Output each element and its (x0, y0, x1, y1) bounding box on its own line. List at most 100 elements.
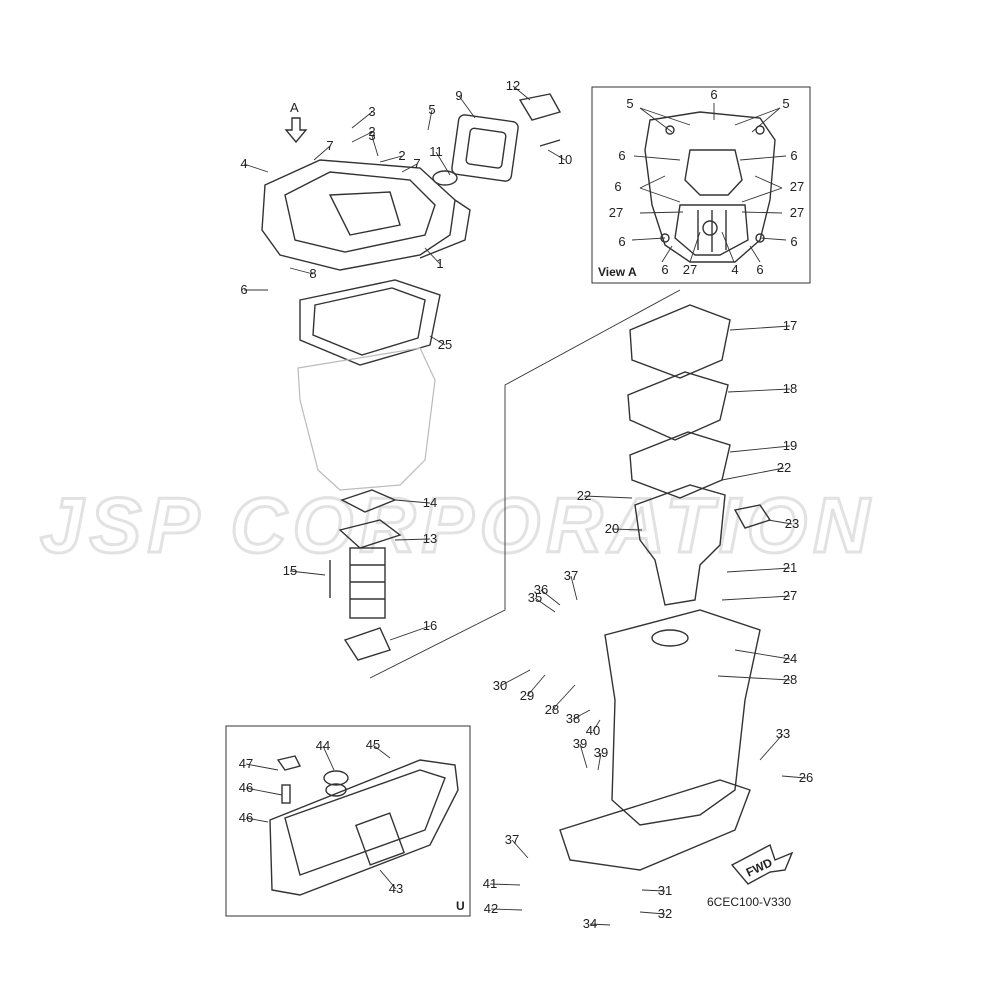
gaskets-17-19-drawing (627, 304, 731, 499)
callout-3[interactable]: 3 (368, 128, 375, 143)
callout-25[interactable]: 25 (438, 337, 452, 352)
callout-leader-11 (435, 151, 451, 176)
callout-3[interactable]: 3 (368, 104, 375, 119)
callout-leader-46 (245, 787, 283, 796)
callout-leader-43 (379, 869, 397, 890)
view-a-arrow: A (284, 100, 308, 144)
callout-leader-41 (489, 883, 521, 886)
callout-36[interactable]: 36 (534, 582, 548, 597)
callout-27[interactable]: 27 (783, 588, 797, 603)
callout-22[interactable]: 22 (777, 460, 791, 475)
callout-46[interactable]: 46 (239, 810, 253, 825)
view-a-callout-4[interactable]: 4 (731, 262, 738, 277)
view-a-callout-5[interactable]: 5 (782, 96, 789, 111)
callout-19[interactable]: 19 (783, 438, 797, 453)
view-a-callout-6[interactable]: 6 (618, 234, 625, 249)
view-a-callout-27[interactable]: 27 (790, 179, 804, 194)
callout-42[interactable]: 42 (484, 901, 498, 916)
callout-15[interactable]: 15 (283, 563, 297, 578)
callout-leader-30 (499, 669, 531, 687)
callout-44[interactable]: 44 (316, 738, 330, 753)
callout-5[interactable]: 5 (428, 102, 435, 117)
callout-40[interactable]: 40 (586, 723, 600, 738)
callout-14[interactable]: 14 (423, 495, 437, 510)
callout-leader-36 (540, 589, 561, 606)
callout-28[interactable]: 28 (545, 702, 559, 717)
callout-24[interactable]: 24 (783, 651, 797, 666)
callout-leader-37 (570, 575, 578, 601)
callout-37[interactable]: 37 (505, 832, 519, 847)
callout-leader-39 (597, 752, 602, 771)
callout-leader-20 (611, 528, 643, 531)
ghost-housing-drawing (297, 347, 436, 491)
callout-22[interactable]: 22 (577, 488, 591, 503)
view-a-callout-6[interactable]: 6 (614, 179, 621, 194)
callout-45[interactable]: 45 (366, 737, 380, 752)
callout-28[interactable]: 28 (783, 672, 797, 687)
callout-4[interactable]: 4 (240, 156, 247, 171)
callout-leader-22 (721, 467, 785, 481)
view-a-callout-27[interactable]: 27 (683, 262, 697, 277)
callout-39[interactable]: 39 (594, 745, 608, 760)
view-a-callout-6[interactable]: 6 (756, 262, 763, 277)
callout-41[interactable]: 41 (483, 876, 497, 891)
callout-39[interactable]: 39 (573, 736, 587, 751)
callout-leader-33 (759, 733, 784, 761)
callout-8[interactable]: 8 (309, 266, 316, 281)
callout-34[interactable]: 34 (583, 916, 597, 931)
callout-37[interactable]: 37 (564, 568, 578, 583)
callout-18[interactable]: 18 (783, 381, 797, 396)
callout-26[interactable]: 26 (799, 770, 813, 785)
callout-leader-19 (729, 445, 791, 453)
callout-23[interactable]: 23 (785, 516, 799, 531)
callout-leader-25 (429, 335, 446, 346)
muffler-parts-drawing (329, 489, 402, 661)
callout-7[interactable]: 7 (326, 138, 333, 153)
view-a-callout-27[interactable]: 27 (790, 205, 804, 220)
callout-29[interactable]: 29 (520, 688, 534, 703)
fwd-label: FWD (744, 855, 775, 879)
callout-leader-18 (727, 388, 791, 393)
callout-43[interactable]: 43 (389, 881, 403, 896)
callout-leader-15 (289, 570, 326, 576)
callout-31[interactable]: 31 (658, 883, 672, 898)
top-cover-drawing (261, 93, 562, 271)
callout-leader-5 (427, 109, 433, 131)
callout-leader-45 (372, 744, 391, 759)
callout-leader-24 (734, 649, 791, 660)
callout-2[interactable]: 2 (368, 124, 375, 139)
callout-leader-2 (351, 131, 373, 143)
callout-11[interactable]: 11 (429, 144, 443, 159)
callout-7[interactable]: 7 (413, 156, 420, 171)
callout-leader-10 (547, 149, 566, 161)
callout-12[interactable]: 12 (506, 78, 520, 93)
view-a-callout-6[interactable]: 6 (618, 148, 625, 163)
callout-47[interactable]: 47 (239, 756, 253, 771)
callout-35[interactable]: 35 (528, 590, 542, 605)
callout-16[interactable]: 16 (423, 618, 437, 633)
callout-leader-1 (424, 247, 441, 265)
callout-17[interactable]: 17 (783, 318, 797, 333)
callout-6[interactable]: 6 (240, 282, 247, 297)
callout-30[interactable]: 30 (493, 678, 507, 693)
callout-21[interactable]: 21 (783, 560, 797, 575)
callout-32[interactable]: 32 (658, 906, 672, 921)
callout-9[interactable]: 9 (455, 88, 462, 103)
callout-leader-23 (767, 519, 793, 525)
view-a-callout-6[interactable]: 6 (790, 148, 797, 163)
view-a-callout-5[interactable]: 5 (626, 96, 633, 111)
callout-10[interactable]: 10 (558, 152, 572, 167)
view-a-callout-27[interactable]: 27 (609, 205, 623, 220)
callout-leader-28 (717, 675, 791, 681)
callout-2[interactable]: 2 (398, 148, 405, 163)
callout-20[interactable]: 20 (605, 521, 619, 536)
callout-33[interactable]: 33 (776, 726, 790, 741)
callout-38[interactable]: 38 (566, 711, 580, 726)
callout-1[interactable]: 1 (436, 256, 443, 271)
view-a-callout-6[interactable]: 6 (790, 234, 797, 249)
callout-13[interactable]: 13 (423, 531, 437, 546)
callout-46[interactable]: 46 (239, 780, 253, 795)
view-a-callout-6[interactable]: 6 (661, 262, 668, 277)
view-a-callout-6[interactable]: 6 (710, 87, 717, 102)
